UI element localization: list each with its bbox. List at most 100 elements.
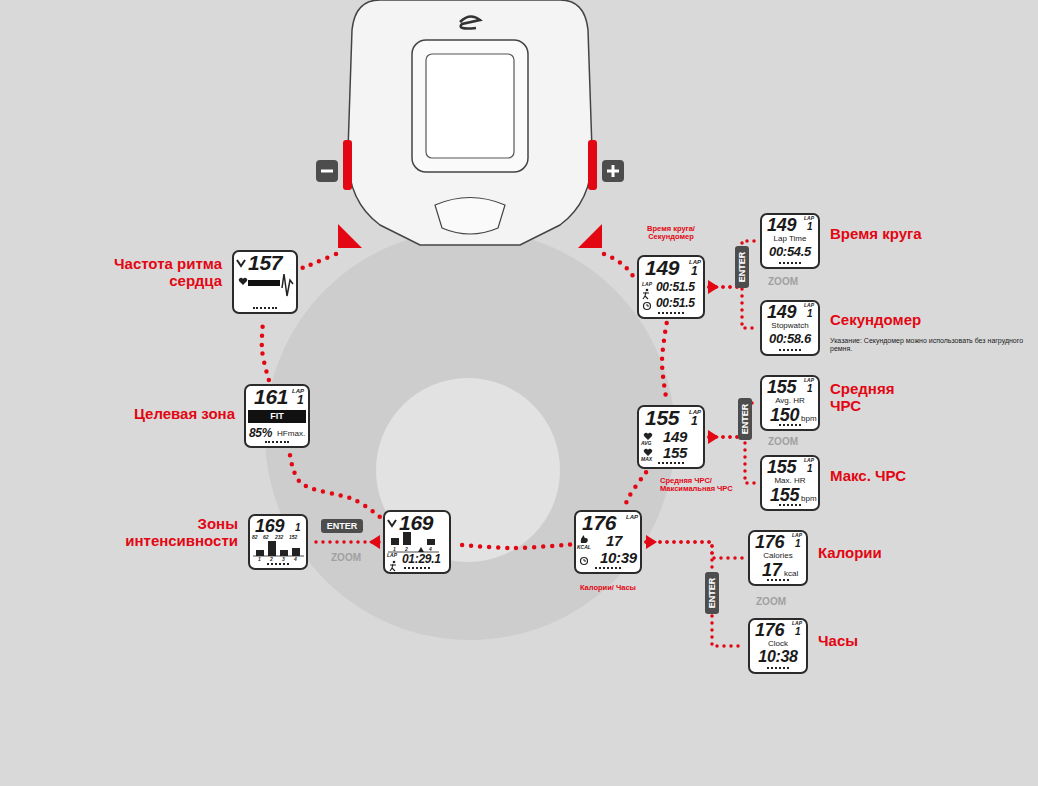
screen-reading: 1 [295,523,300,533]
screen-reading: LAP [804,216,814,221]
screen-reading: KCAL [577,545,591,550]
screen-reading: 155 [645,407,679,428]
screen-heading: Часы [818,633,968,650]
screen-heading: Целевая зона [95,406,235,423]
segment-bar [779,349,801,351]
dotted-ring [302,254,336,268]
dotted-branch [709,437,756,483]
screen-heading: Средняя ЧРС/ Максимальная ЧРС [660,477,740,494]
screen-reading: 4 [294,557,297,562]
screen-reading: 01:29.1 [402,553,441,565]
screen-reading: 1 [393,547,396,552]
screen-reading: 149 [645,257,679,278]
screen-reading: 152 [289,535,297,540]
screen-reading: 155 [767,378,796,396]
screen-reading: 2 [270,557,273,562]
screen-reading: 169 [399,512,433,533]
arrow-triangle [578,224,602,248]
dotted-branch [709,403,756,437]
dotted-ring [289,452,379,517]
screen-reading: LAP [689,409,701,415]
screen-reading: 62 [263,535,269,540]
screen-reading: Avg. HR [775,397,805,405]
screen-reading: LAP [792,621,802,626]
lcd-screen: Целевая зона161LAP1FIT85%HFmax. [244,384,310,448]
segment-bar [767,579,789,581]
screen-heading: Калории/ Часы [578,584,638,592]
screen-reading: 176 [582,512,616,533]
screen-reading: bpm [801,415,817,423]
screen-reading: 149 [767,216,796,234]
screen-reading: 1 [297,394,303,406]
lcd-screen: 169 1 2 4LAP 01:29.1 [383,510,451,574]
screen-reading: 10:38 [758,649,797,665]
screen-reading: LAP [804,303,814,308]
screen-reading: 1 [258,557,261,562]
screen-reading: 82 [252,535,258,540]
screen-reading: 149 [767,303,796,321]
screen-heading: Калории [818,545,968,562]
screen-reading: 157 [248,252,282,273]
lcd-screen: Калории1761LAPCalories17kcal [748,530,808,586]
segment-bar [267,563,289,565]
arrow-triangle [338,224,362,248]
note-text: Указание: Секундомер можно использовать … [830,337,1026,354]
screen-reading: 169 [255,517,284,535]
minus-button-badge [316,160,338,182]
dotted-branch [646,542,744,646]
screen-reading: 00:58.6 [769,332,811,345]
screen-reading: Clock [768,640,788,648]
screen-reading: 1 [691,415,697,427]
segment-bar [779,504,801,506]
segment-bar [404,567,430,569]
screen-reading: 00:51.5 [656,281,695,293]
screen-reading: 2 [405,547,408,552]
screen-reading: LAP [804,378,814,383]
screen-heading: Зоны интенсивности [98,516,238,549]
dotted-ring [604,254,633,276]
screen-reading: LAP [626,514,638,520]
enter-badge: ENTER [321,519,363,533]
lcd-screen: Средняя ЧРС/ Максимальная ЧРС1551LAPAVG1… [637,405,705,469]
dotted-ring [662,323,667,401]
lcd-screen: Время круга/ Секундомер1491LAPLAP00:51.5… [637,255,705,319]
screen-reading: 3 [282,557,285,562]
lcd-screen: Время круга1491LAPLap Time00:54.5 [760,213,820,269]
screen-heading: Время круга [830,226,980,243]
screen-reading: AVG [641,441,651,446]
zoom-label: ZOOM [768,437,798,447]
segment-bar [595,567,621,569]
screen-reading: 176 [755,533,784,551]
dotted-ring [262,318,269,380]
dotted-ring [455,544,570,548]
screen-reading: LAP [387,553,397,558]
screen-reading: 00:51.5 [656,297,695,309]
screen-reading: 10:39 [600,550,637,565]
segment-bar [658,312,684,314]
screen-reading: 17 [606,533,622,548]
screen-reading: LAP [642,282,652,287]
screen-reading: 150 [770,406,799,424]
lcd-screen: Средняя ЧРС1551LAPAvg. HR150bpm [760,375,820,431]
screen-reading: 176 [755,621,784,639]
screen-reading: LAP [792,533,802,538]
enter-badge: ENTER [735,246,749,288]
lcd-screen: Секундомер1491LAPStopwatch00:58.6 [760,300,820,356]
screen-reading: 00:54.5 [769,245,811,258]
screen-reading: 155 [767,458,796,476]
screen-reading: 155 [663,445,687,460]
lcd-screen: Частота ритма сердца157 [232,250,298,314]
dotted-branch [709,241,756,287]
screen-reading: 149 [663,429,687,444]
screen-reading: MAX [641,457,652,462]
screen-heading: Частота ритма сердца [72,256,222,289]
screen-reading: 1 [807,222,812,232]
screen-reading: 4 [429,547,432,552]
segment-bar [658,462,684,464]
segment-bar [265,441,290,443]
enter-badge: ENTER [738,398,752,440]
lcd-screen: Зоны интенсивности169182622321521234 [248,514,308,570]
screen-reading: Max. HR [774,477,805,485]
inner-disk [376,378,560,562]
